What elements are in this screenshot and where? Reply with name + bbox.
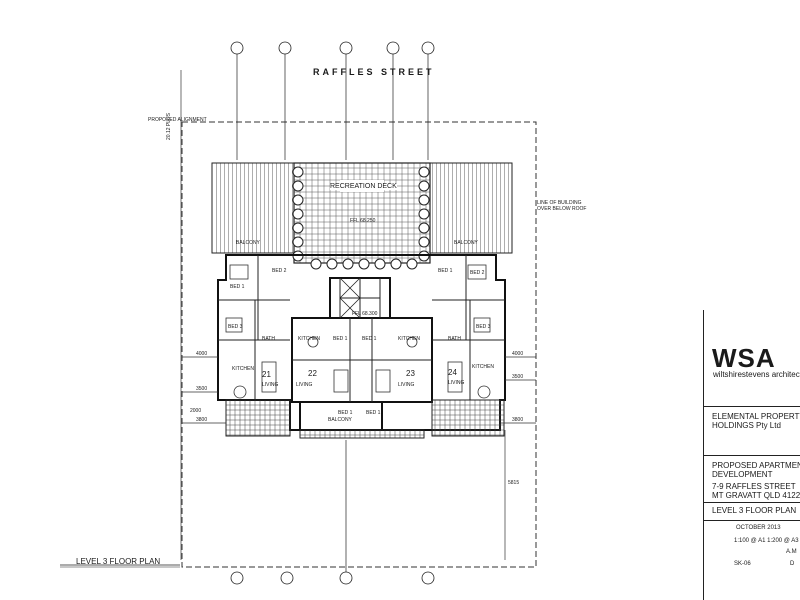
grid-markers xyxy=(230,41,435,585)
unit-24: 24 xyxy=(448,368,457,377)
corridor-ffl: FFL 68.300 xyxy=(352,311,378,317)
living-label-c: LIVING xyxy=(398,382,415,388)
bed1-label-b: BED 1 xyxy=(333,336,348,342)
side-dimension: 20.12 PLUS xyxy=(166,113,172,140)
roof-note: LINE OF BUILDING OVER BELOW ROOF xyxy=(537,200,587,212)
bed1-label-f: BED 1 xyxy=(438,268,453,274)
bath-label-f: BATH xyxy=(448,336,461,342)
balcony-label-nw: BALCONY xyxy=(236,240,260,246)
dim-3800-right: 3800 xyxy=(512,417,524,423)
balcony-sw xyxy=(225,399,291,437)
dim-5815: 5815 xyxy=(508,480,520,486)
dim-2000: 2000 xyxy=(190,408,202,414)
dim-3800-left: 3800 xyxy=(196,417,208,423)
balcony-s xyxy=(299,429,425,439)
firm-logo: WSA xyxy=(712,343,776,373)
drawing-number: SK-06 xyxy=(734,561,751,567)
drawn-by: A.M xyxy=(786,549,797,555)
unit-23: 23 xyxy=(406,369,415,378)
tb-divider xyxy=(703,455,800,456)
balcony-se xyxy=(431,399,505,437)
firm-name: wiltshirestevens architecture xyxy=(713,370,800,379)
bath-label-a: BATH xyxy=(262,336,275,342)
roof-left xyxy=(211,162,295,254)
deck-ffl: FFL 68.250 xyxy=(350,218,376,224)
dim-3500-left: 3500 xyxy=(196,386,208,392)
living-label-f: LIVING xyxy=(448,380,465,386)
bed1-label-d: BED 1 xyxy=(338,410,353,416)
dim-4000-right: 4000 xyxy=(512,351,524,357)
kitchen-label-b: KITCHEN xyxy=(298,336,320,342)
address-line2: MT GRAVATT QLD 4122 xyxy=(712,491,800,500)
deck-label: RECREATION DECK xyxy=(330,183,397,190)
date: OCTOBER 2013 xyxy=(736,525,781,531)
unit-22: 22 xyxy=(308,369,317,378)
furniture xyxy=(225,264,491,399)
kitchen-label-a: KITCHEN xyxy=(232,366,254,372)
roof-right xyxy=(429,162,513,254)
kitchen-label-f: KITCHEN xyxy=(472,364,494,370)
revision: D xyxy=(790,561,795,567)
recreation-deck xyxy=(293,162,431,264)
boundary-note: PROPOSED ALIGNMENT xyxy=(148,117,207,123)
bed1-label-c: BED 1 xyxy=(362,336,377,342)
dim-3500-right: 3500 xyxy=(512,374,524,380)
sheet-title: LEVEL 3 FLOOR PLAN xyxy=(712,506,797,515)
tb-divider xyxy=(703,502,800,503)
floor-plan-drawing xyxy=(60,41,537,585)
plan-title: LEVEL 3 FLOOR PLAN xyxy=(76,557,161,566)
scale: 1:100 @ A1 1:200 @ A3 xyxy=(734,538,799,544)
client-line1: ELEMENTAL PROPERTY xyxy=(712,412,800,421)
dimension-lines xyxy=(180,70,536,560)
balcony-label-ne: BALCONY xyxy=(454,240,478,246)
bed1-label-e: BED 1 xyxy=(366,410,381,416)
unit-21: 21 xyxy=(262,370,271,379)
street-name: RAFFLES STREET xyxy=(313,67,435,77)
tb-divider xyxy=(703,520,800,521)
site-boundary xyxy=(181,121,537,568)
project-line1: PROPOSED APARTMENT xyxy=(712,461,800,470)
bed2-label-a: BED 2 xyxy=(272,268,287,274)
client-line2: HOLDINGS Pty Ltd xyxy=(712,421,781,430)
kitchen-label-c: KITCHEN xyxy=(398,336,420,342)
bed2-label-f: BED 2 xyxy=(470,270,485,276)
bed3-label-a: BED 3 xyxy=(228,324,243,330)
bed3-label-f: BED 3 xyxy=(476,324,491,330)
balcony-label-s: BALCONY xyxy=(328,417,352,423)
bed1-label-a: BED 1 xyxy=(230,284,245,290)
living-label-a: LIVING xyxy=(262,382,279,388)
living-label-b: LIVING xyxy=(296,382,313,388)
dim-4000-left: 4000 xyxy=(196,351,208,357)
address-line1: 7-9 RAFFLES STREET xyxy=(712,482,796,491)
tb-divider xyxy=(703,406,800,407)
project-line2: DEVELOPMENT xyxy=(712,470,773,479)
